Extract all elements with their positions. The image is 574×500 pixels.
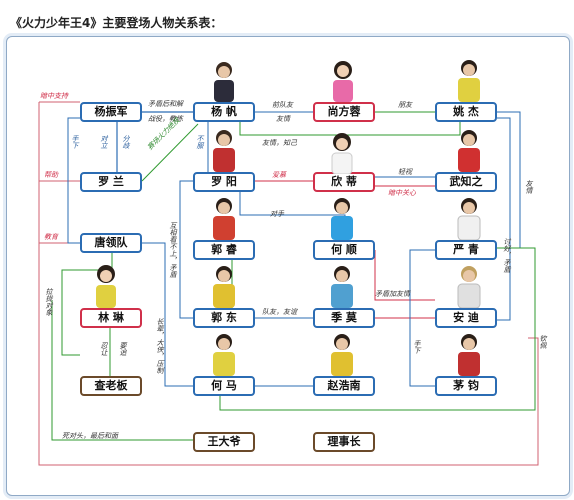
label-maodun-hejie: 矛盾后和解 — [148, 100, 183, 108]
node-wang-daye: 王大爷 — [193, 432, 255, 452]
label-shouxia-2: 手下 — [413, 340, 421, 354]
label-qinpei: 钦佩 — [539, 335, 547, 349]
node-cha-laoban: 查老板 — [80, 376, 142, 396]
label-anzhong-zhichi: 暗中支持 — [40, 92, 68, 100]
label-youqing-2: 友情 — [525, 180, 533, 194]
photo-mao-jun — [452, 332, 486, 380]
line-shouxia-left — [67, 117, 80, 244]
photo-he-shun — [325, 196, 359, 244]
node-lin-lin: 林 琳 — [80, 308, 142, 328]
label-youyi-jiaolian: 战役，教练 — [148, 115, 183, 123]
node-yang-fan: 杨 帆 — [193, 102, 255, 122]
node-tang-duizhang: 唐领队 — [80, 233, 142, 253]
label-bufu: 不服 — [196, 135, 204, 149]
photo-wu-zhizhi — [452, 128, 486, 176]
node-wu-zhizhi: 武知之 — [435, 172, 497, 192]
photo-guo-rui — [207, 196, 241, 244]
line-luoyang-guodong — [179, 180, 193, 319]
node-yao-jie: 姚 杰 — [435, 102, 497, 122]
photo-shang-fangrong — [325, 58, 361, 106]
node-lishi-zhang: 理事长 — [313, 432, 375, 452]
label-qian-duiyou: 前队友 — [272, 101, 293, 109]
node-guo-dong: 郭 东 — [193, 308, 255, 328]
label-qingshi: 轻视 — [398, 168, 412, 176]
label-shouxia: 手下 — [71, 135, 79, 149]
node-he-shun: 何 顺 — [313, 240, 375, 260]
line-tang-hema — [142, 242, 193, 387]
photo-luo-yang — [207, 128, 241, 176]
label-youqing-zhiji: 友情，知己 — [262, 139, 297, 147]
label-jiaoyu: 教育 — [44, 233, 58, 241]
node-luo-lan: 罗 兰 — [80, 172, 142, 192]
photo-an-di — [452, 264, 486, 312]
label-anzhong-guanxin: 暗中关心 — [388, 189, 416, 197]
photo-guo-dong — [207, 264, 241, 312]
line-heshun-andi — [374, 250, 435, 301]
node-he-ma: 何 马 — [193, 376, 255, 396]
label-duili: 对立 — [100, 135, 108, 149]
label-pengyou: 朋友 — [398, 101, 412, 109]
photo-lin-lin — [90, 264, 122, 312]
label-taohao-maodun: 讨好，矛盾 — [503, 238, 511, 273]
photo-yan-qing — [452, 196, 486, 244]
label-laquan-duixiang: 拉拢对象 — [45, 288, 53, 316]
node-xin-di: 欣 蒂 — [313, 172, 375, 192]
node-an-di: 安 迪 — [435, 308, 497, 328]
line-luolan-yangfan — [141, 123, 199, 182]
label-yasuo: 要追 — [119, 342, 127, 356]
node-mao-jun: 茅 钧 — [435, 376, 497, 396]
node-shang-fangrong: 尚方蓉 — [313, 102, 375, 122]
photo-xin-di — [325, 132, 359, 178]
photo-he-ma — [207, 332, 241, 380]
label-youqing: 友情 — [276, 115, 290, 123]
line-qinpei — [219, 247, 536, 411]
line-yangfan-yao — [239, 122, 461, 136]
node-guo-rui: 郭 睿 — [193, 240, 255, 260]
label-duishou: 对手 — [270, 210, 284, 218]
line-yao-yanqing — [497, 111, 521, 249]
node-luo-yang: 罗 阳 — [193, 172, 255, 192]
label-fenqi: 分歧 — [122, 135, 130, 149]
label-zhangbei: 长辈，大侠，压制 — [156, 318, 164, 374]
node-yang-shenjun: 杨振军 — [80, 102, 142, 122]
node-yan-qing: 严 青 — [435, 240, 497, 260]
line-tang-lin — [61, 253, 113, 356]
node-li-mo: 季 莫 — [313, 308, 375, 328]
label-huxiang-kanbushang: 互相看不上，矛盾 — [169, 222, 177, 278]
photo-li-mo — [325, 264, 359, 312]
label-maodun-jia-youqing: 矛盾加友情 — [375, 290, 410, 298]
label-renyi: 忍让 — [100, 342, 108, 356]
label-bangzhu: 帮助 — [44, 171, 58, 179]
chart-title: 《火力少年王4》主要登场人物关系表： — [10, 16, 223, 30]
line-taohao — [497, 117, 511, 321]
label-anmu: 爱慕 — [272, 171, 286, 179]
label-duiyou-youzhan: 队友，友谊 — [262, 308, 297, 316]
photo-zhao-haonan — [325, 332, 359, 380]
label-siduitou: 死对头，最后和面 — [62, 432, 118, 440]
photo-yang-fan — [207, 60, 241, 106]
line-yanqing-mao — [409, 249, 435, 387]
node-zhao-haonan: 赵浩南 — [313, 376, 375, 396]
line-siduitou — [51, 300, 193, 441]
photo-yao-jie — [452, 58, 486, 106]
